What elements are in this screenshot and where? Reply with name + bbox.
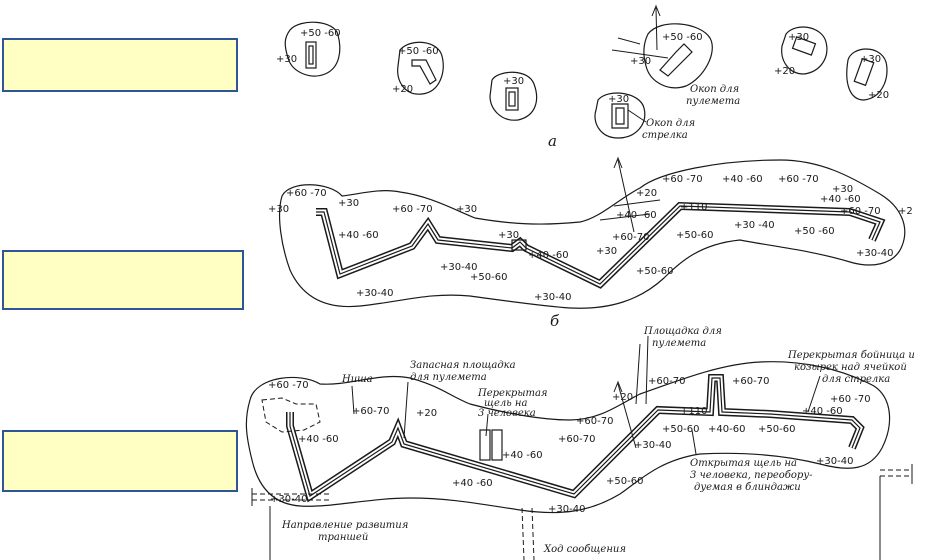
num: +50 -60 (794, 226, 835, 237)
annot-zapas-1: Запасная площадка (410, 360, 516, 371)
num: +50 -60 (398, 46, 439, 57)
num: +60 -70 (268, 380, 309, 391)
num: +40 -60 (338, 230, 379, 241)
num: +40 -60 (616, 210, 657, 221)
num: +40 -60 (502, 450, 543, 461)
num: +40 -60 (452, 478, 493, 489)
num: +60 -70 (392, 204, 433, 215)
annot-bojnica-2: козырек над ячейкой (794, 362, 907, 373)
num: +30 (268, 204, 289, 215)
part-b-trench: +60 -70 +30 +30 +60 -70 +30 +40 -60 +30 … (268, 156, 913, 330)
num: +60-70 (648, 376, 685, 387)
annot-bojnica-1: Перекрытая бойница и (787, 350, 915, 361)
num: +30 (498, 230, 519, 241)
num: +30-40 (356, 288, 393, 299)
num: +50-60 (676, 230, 713, 241)
annot-ploshchadka-2: пулемета (652, 338, 706, 349)
num: +110 (680, 406, 707, 417)
annot-otkr-shchel-1: Открытая щель на (690, 458, 797, 469)
annot-perekr-shchel-3: 3 человека (478, 408, 536, 419)
num: +60 -70 (286, 188, 327, 199)
num: +60 -70 (778, 174, 819, 185)
num: +60 -70 (662, 174, 703, 185)
num: +30 (788, 32, 809, 43)
num: +50-60 (758, 424, 795, 435)
num: +60-70 (576, 416, 613, 427)
label-box-b (2, 250, 244, 310)
part-a-foxholes: +50 -60 +30 +50 -60 +20 +30 +30 +50 -60 … (276, 4, 889, 150)
annot-napravlenie-2: траншей (318, 532, 368, 543)
num: +50 -60 (300, 28, 341, 39)
num: +20 (416, 408, 437, 419)
num: +30-40 (548, 504, 585, 515)
label-box-a (2, 38, 238, 92)
num: +30 (860, 54, 881, 65)
num: +30 (630, 56, 651, 67)
annot-zapas-2: для пулемета (410, 372, 487, 383)
num: +40 -60 (722, 174, 763, 185)
num: +60 -70 (840, 206, 881, 217)
part-c-trench: +60 -70 +60-70 +20 +40 -60 +40 -60 +30-4… (245, 326, 915, 560)
part-label-b: б (550, 312, 560, 330)
num: +30-40 (856, 248, 893, 259)
num: +30-40 (534, 292, 571, 303)
num: +60-70 (612, 232, 649, 243)
num: +30-40 (634, 440, 671, 451)
num: +30 (596, 246, 617, 257)
num: +30 (608, 94, 629, 105)
annot-okop-pulemeta-2: пулемета (686, 96, 740, 107)
annot-okop-pulemeta-1: Окоп для (690, 84, 739, 95)
num: +50-60 (606, 476, 643, 487)
num: +60 -70 (830, 394, 871, 405)
num: +40-60 (708, 424, 745, 435)
annot-bojnica-3: для стрелка (822, 374, 890, 385)
num: +20 (612, 392, 633, 403)
label-box-c (2, 430, 238, 492)
num: +30 (338, 198, 359, 209)
annot-khod: Ход сообщения (543, 544, 626, 555)
annot-perekr-shchel-1: Перекрытая (477, 388, 548, 399)
num: +30 (832, 184, 853, 195)
num: +40 -60 (802, 406, 843, 417)
num: +50-60 (636, 266, 673, 277)
annot-otkr-shchel-3: дуемая в блиндажи (694, 482, 801, 493)
num: +60-70 (558, 434, 595, 445)
num: +30 -40 (734, 220, 775, 231)
num: +50 -60 (662, 32, 703, 43)
num: +30 (503, 76, 524, 87)
num: +20 (392, 84, 413, 95)
num: +110 (680, 202, 707, 213)
part-label-a: а (548, 132, 557, 150)
num: +60-70 (352, 406, 389, 417)
annot-ploshchadka-1: Площадка для (643, 326, 722, 337)
num: +40 -60 (528, 250, 569, 261)
num: +20 (868, 90, 889, 101)
num: +30 (276, 54, 297, 65)
annot-perekr-shchel-2: щель на (484, 398, 528, 409)
num: +60-70 (732, 376, 769, 387)
num: +2 (898, 206, 913, 217)
num: +50-60 (470, 272, 507, 283)
num: +50-60 (662, 424, 699, 435)
annot-okop-strelka-1: Окоп для (646, 118, 695, 129)
annot-okop-strelka-2: стрелка (642, 130, 688, 141)
annot-napravlenie-1: Направление развития (281, 520, 408, 531)
num: +30-40 (816, 456, 853, 467)
num: +40 -60 (298, 434, 339, 445)
num: +40 -60 (820, 194, 861, 205)
annot-nisha: Ниша (341, 374, 373, 385)
annot-otkr-shchel-2: 3 человека, переобору- (690, 470, 813, 481)
num: +20 (774, 66, 795, 77)
num: +30 (456, 204, 477, 215)
num: +30-40 (440, 262, 477, 273)
num: +30-40 (270, 494, 307, 505)
num: +20 (636, 188, 657, 199)
